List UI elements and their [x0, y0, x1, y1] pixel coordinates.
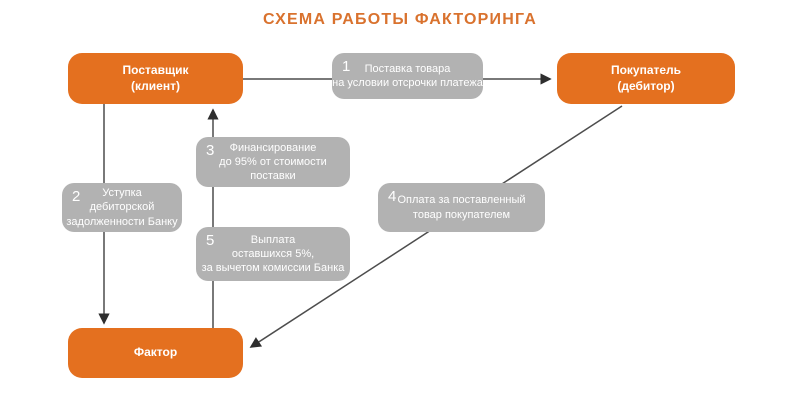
- step-number: 5: [206, 232, 215, 249]
- step-description: Оплата за поставленный товар покупателем: [397, 194, 526, 221]
- node-buyer: Покупатель (дебитор): [557, 53, 735, 104]
- step-box-4: 4 Оплата за поставленный товар покупател…: [378, 183, 545, 232]
- node-supplier-sublabel: (клиент): [131, 78, 180, 93]
- step-number: 1: [342, 58, 351, 75]
- step-box-3: 3 Финансирование до 95% от стоимости пос…: [196, 137, 350, 187]
- step-box-2: 2 Уступка дебиторской задолженности Банк…: [62, 183, 182, 232]
- step-box-1: 1 Поставка товара на условии отсрочки пл…: [332, 53, 483, 99]
- node-supplier: Поставщик (клиент): [68, 53, 243, 104]
- step-number: 2: [72, 188, 81, 205]
- step-description: Выплата оставшихся 5%, за вычетом комисс…: [201, 233, 345, 275]
- page-title: СХЕМА РАБОТЫ ФАКТОРИНГА: [262, 11, 537, 28]
- step-description: Финансирование до 95% от стоимости поста…: [219, 141, 327, 183]
- step-number: 4: [388, 188, 397, 205]
- node-supplier-label: Поставщик: [122, 62, 189, 77]
- step-number: 3: [206, 142, 215, 159]
- step-description: Уступка дебиторской задолженности Банку: [66, 187, 178, 228]
- step-description: Поставка товара на условии отсрочки плат…: [332, 62, 483, 89]
- node-factor: Фактор: [68, 328, 243, 378]
- node-buyer-label: Покупатель: [610, 62, 682, 77]
- node-buyer-sublabel: (дебитор): [617, 78, 675, 93]
- step-box-5: 5 Выплата оставшихся 5%, за вычетом коми…: [196, 227, 350, 281]
- node-factor-label: Фактор: [133, 345, 178, 360]
